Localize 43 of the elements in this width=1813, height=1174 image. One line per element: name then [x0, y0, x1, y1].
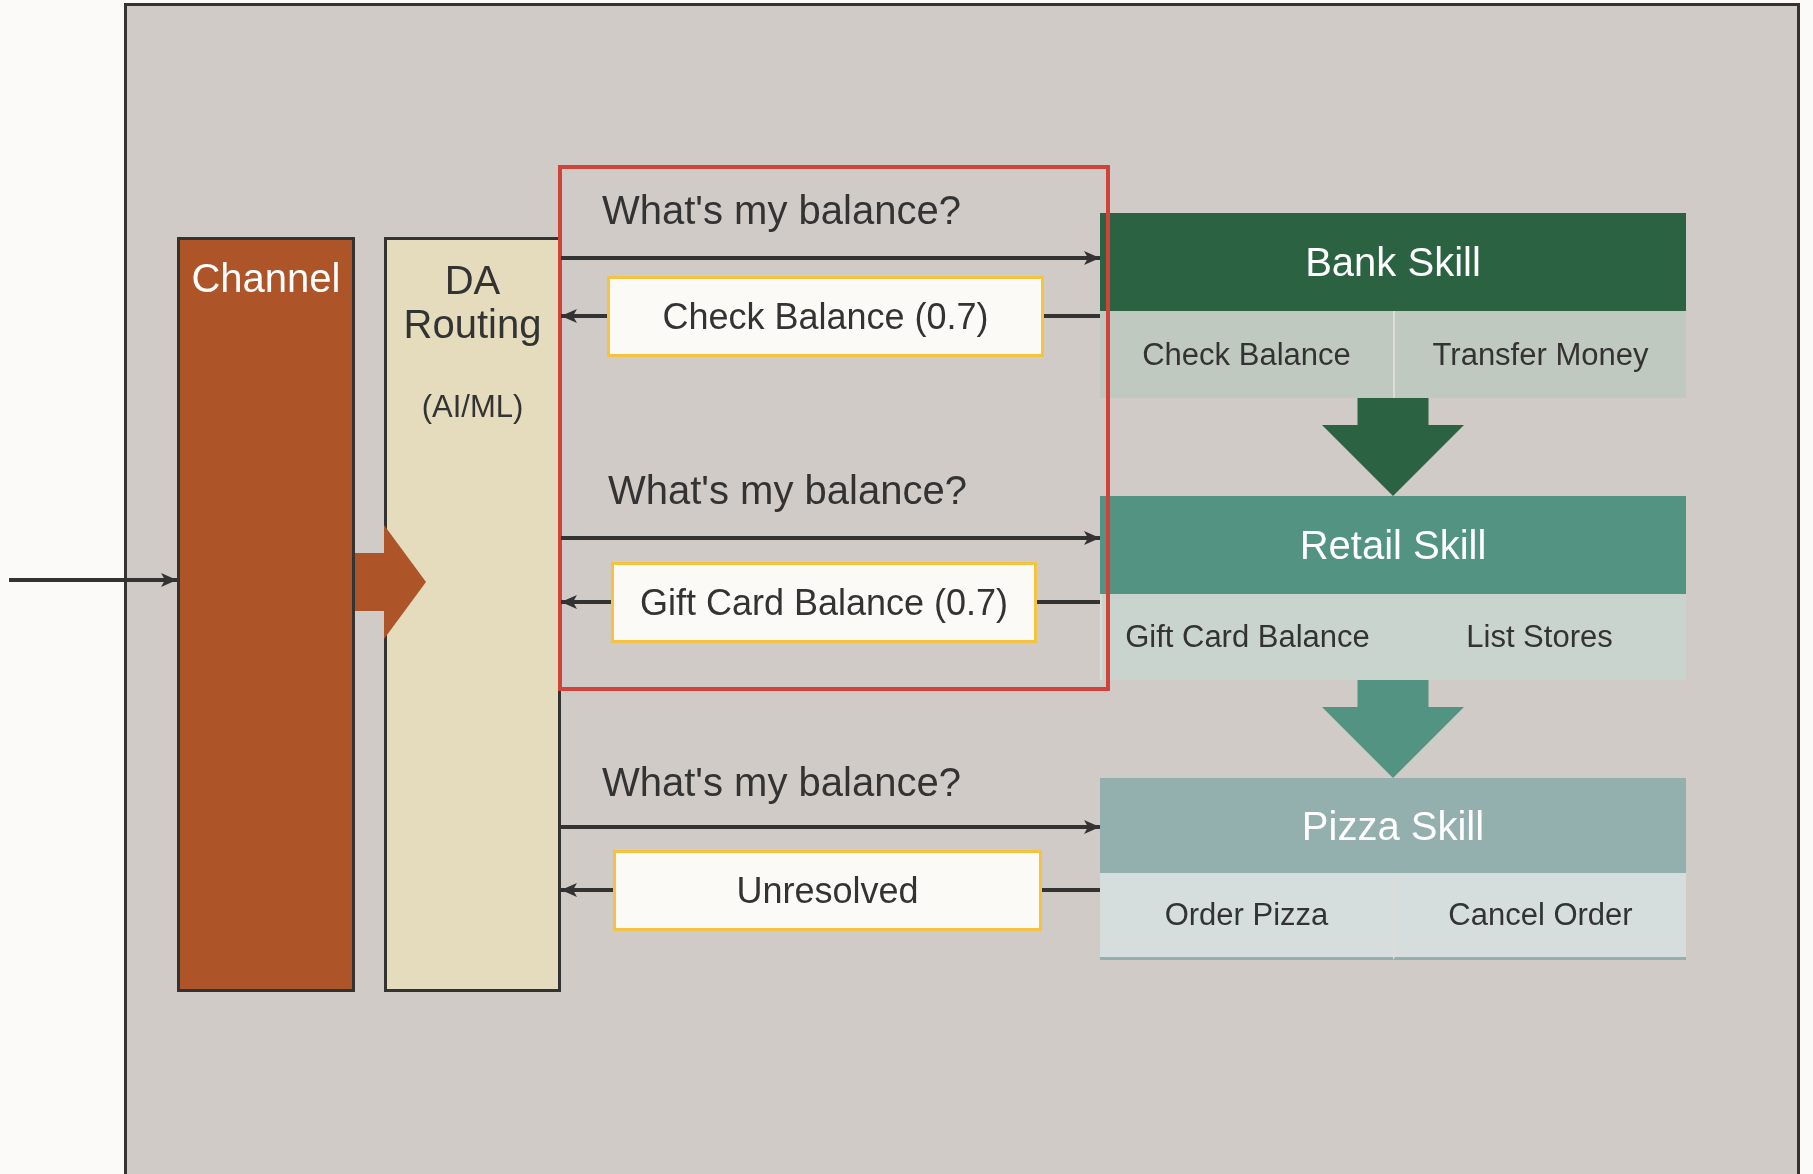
skill-title: Pizza Skill: [1300, 803, 1486, 848]
highlight-frame: [558, 165, 1110, 691]
intent-result-box: [607, 276, 1044, 357]
block-arrow: [1322, 398, 1464, 496]
intent-cell: [1393, 873, 1686, 960]
connector-line: [1037, 600, 1100, 604]
intent-result-box: [611, 562, 1037, 643]
connector-line: [1042, 888, 1100, 892]
connector-line: [1044, 314, 1100, 318]
block-arrow: [355, 525, 426, 639]
intent-result-box: [613, 850, 1042, 931]
intent-cell: [1100, 594, 1393, 680]
skill-title: Retail Skill: [1298, 523, 1488, 567]
intent-cell: [1393, 311, 1686, 398]
intent-cell: [1100, 873, 1393, 960]
skill-panel: [1100, 496, 1686, 680]
block-arrow: [1322, 680, 1464, 778]
skill-title: Bank Skill: [1304, 240, 1482, 284]
routing-title: DA Routing: [402, 258, 543, 346]
skill-panel: [1100, 778, 1686, 960]
arrow: [561, 309, 607, 323]
channel-bar: [177, 237, 355, 992]
intent-cell: [1100, 311, 1393, 398]
intent-name: Order Pizza: [1163, 897, 1330, 933]
intent-name: Transfer Money: [1431, 337, 1650, 372]
routing-subtitle: (AI/ML): [420, 390, 525, 425]
intent-name: Cancel Order: [1447, 897, 1634, 933]
intent-name: Gift Card Balance: [1124, 619, 1371, 655]
intent-result-text: Unresolved: [735, 870, 920, 911]
intent-result-text: Check Balance (0.7): [661, 296, 990, 337]
arrow: [9, 573, 177, 587]
intent-result-text: Gift Card Balance (0.7): [638, 582, 1010, 623]
routing-bar: [384, 237, 561, 992]
arrow: [561, 595, 611, 609]
arrow: [561, 531, 1100, 545]
channel-title: Channel: [190, 256, 342, 300]
intent-name: List Stores: [1465, 619, 1614, 655]
arrow: [561, 251, 1100, 265]
skill-panel: [1100, 213, 1686, 398]
arrow: [561, 820, 1100, 834]
arrow: [561, 883, 613, 897]
intent-cell: [1393, 594, 1686, 680]
intent-name: Check Balance: [1141, 337, 1352, 372]
